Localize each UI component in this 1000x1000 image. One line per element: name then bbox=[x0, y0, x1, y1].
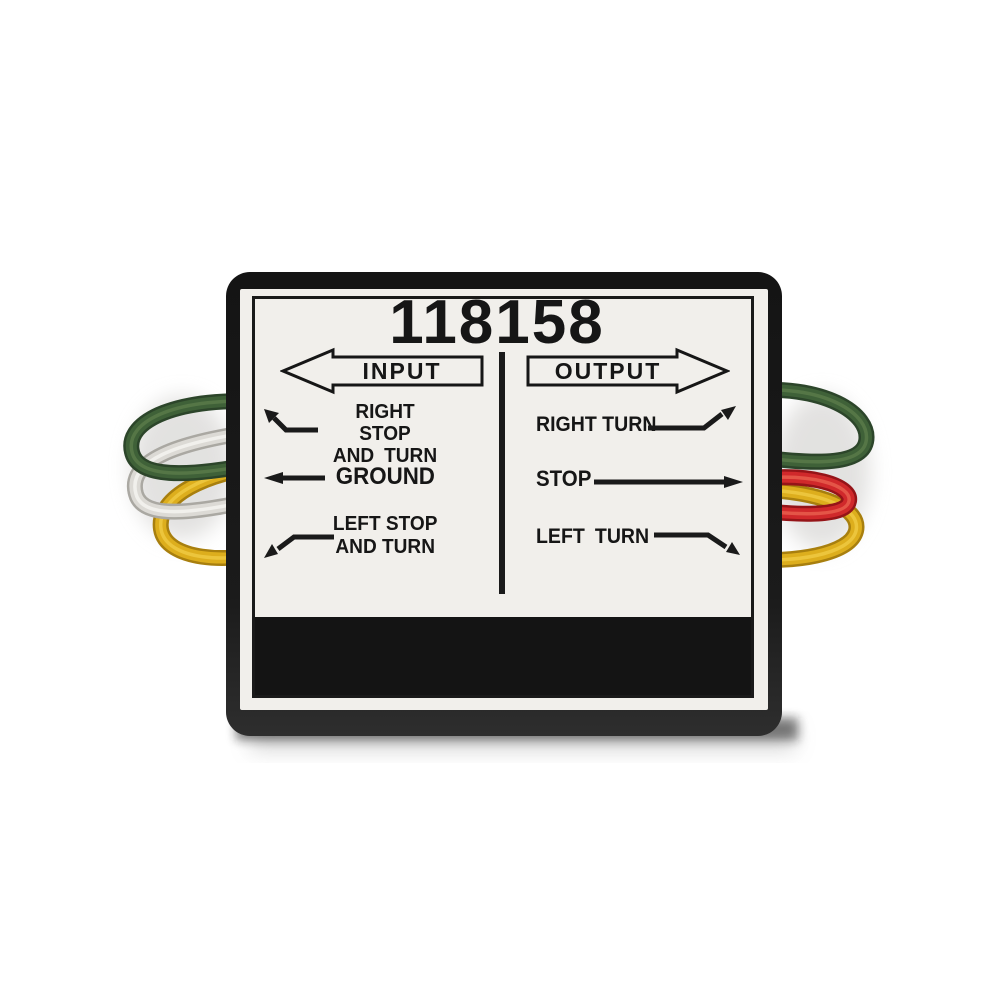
left-wires bbox=[123, 393, 274, 567]
arrow-up-left-icon bbox=[264, 409, 318, 433]
label-divider-line bbox=[499, 352, 505, 594]
part-number: 118158 bbox=[389, 288, 605, 357]
input-banner-label: INPUT bbox=[363, 358, 442, 384]
right-wires bbox=[736, 381, 875, 568]
input-row-ground: GROUND bbox=[323, 464, 447, 490]
input-banner-arrow-icon: INPUT bbox=[280, 347, 484, 395]
arrow-down-right-icon bbox=[654, 532, 740, 555]
output-row-left-turn: LEFT TURN bbox=[536, 525, 650, 548]
label-border bbox=[252, 296, 754, 698]
arrow-up-right-icon bbox=[648, 406, 736, 431]
output-row-right-turn: RIGHT TURN bbox=[536, 413, 657, 436]
row-line: RIGHT STOP bbox=[355, 400, 415, 445]
white-wire bbox=[126, 422, 274, 520]
row-line: GROUND bbox=[335, 463, 435, 490]
row-line: LEFT STOP bbox=[332, 512, 438, 535]
yellow-wire bbox=[740, 481, 865, 568]
red-wire bbox=[738, 469, 858, 522]
output-banner-arrow-icon: OUTPUT bbox=[526, 347, 730, 395]
arrow-left-icon bbox=[264, 472, 325, 484]
green-wire bbox=[736, 381, 875, 470]
arrow-down-left-icon bbox=[264, 534, 334, 558]
arrow-right-icon bbox=[594, 476, 743, 488]
label-black-band bbox=[255, 617, 751, 695]
output-row-stop: STOP bbox=[536, 466, 592, 491]
green-wire bbox=[123, 393, 274, 482]
row-line: AND TURN bbox=[335, 535, 435, 558]
row-line: AND TURN bbox=[332, 444, 438, 467]
output-banner-label: OUTPUT bbox=[555, 358, 662, 384]
